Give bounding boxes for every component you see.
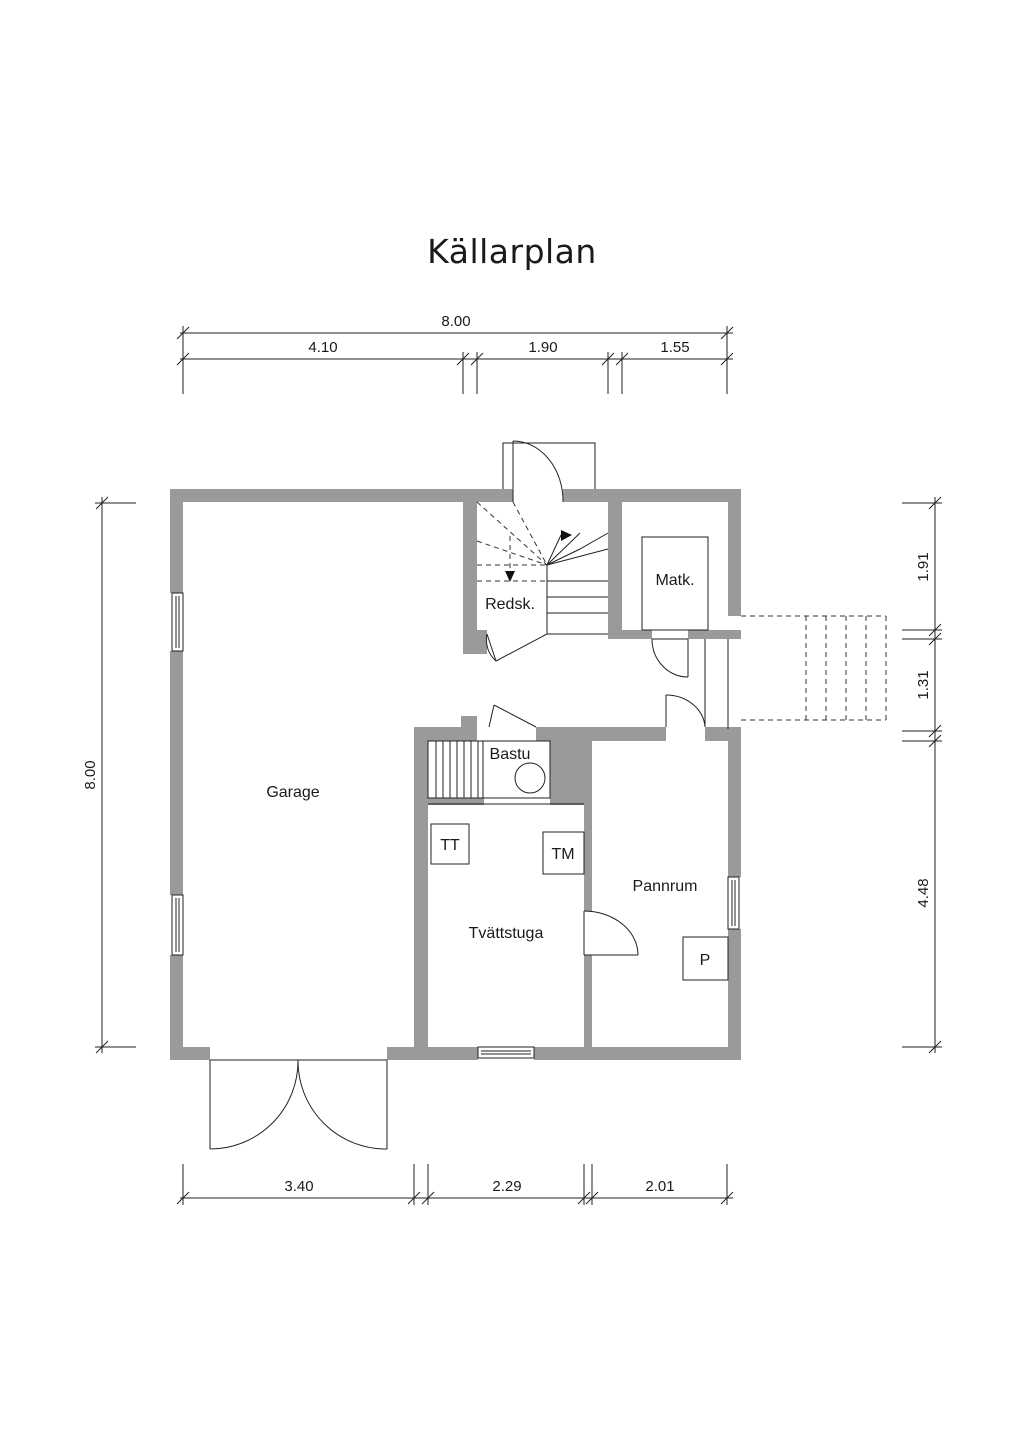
room-labels: Garage Redsk. Matk. Bastu Tvättstuga Pan… (266, 572, 697, 942)
bottom-dimensions: 3.40 2.29 2.01 (176, 1164, 734, 1205)
dim-left-total: 8.00 (82, 760, 99, 789)
wall-left-3 (170, 955, 183, 1060)
basement-stairs (476, 501, 609, 662)
room-bastu: Bastu (490, 746, 531, 763)
dim-right-1: 1.91 (915, 552, 932, 581)
tumble-dryer-label: TT (440, 837, 460, 854)
doors (209, 638, 706, 1150)
page-title: Källarplan (427, 232, 597, 271)
wall-pannrum-west-1 (584, 741, 592, 911)
wall-garage-east (414, 727, 428, 1060)
wall-left-1 (170, 489, 183, 593)
dim-bottom-1: 3.40 (284, 1178, 313, 1195)
room-matkallare: Matk. (655, 572, 694, 589)
dim-bottom-2: 2.29 (492, 1178, 521, 1195)
wall-stair-right (608, 489, 622, 637)
tumble-dryer-box (430, 823, 470, 865)
outdoor-steps (741, 615, 887, 721)
wall-bastu-top-left (414, 727, 464, 741)
boiler-box (682, 936, 729, 981)
window-left-lower (171, 894, 184, 956)
dim-top-total: 8.00 (441, 313, 470, 330)
window-left-upper (171, 592, 184, 652)
wall-pannrum-top-right (705, 727, 741, 741)
wall-redsk-corner (463, 630, 487, 654)
wall-bottom-1 (170, 1047, 210, 1060)
washing-machine-box (542, 831, 585, 875)
wall-right-2 (728, 729, 741, 877)
wall-bottom-2 (387, 1047, 478, 1060)
exterior-walls (170, 489, 741, 1060)
wall-bastu-top-right (536, 727, 666, 741)
dim-top-3: 1.55 (660, 339, 689, 356)
washing-machine-label: TM (551, 846, 574, 863)
wall-bastu-chimney (461, 716, 477, 741)
room-pannrum: Pannrum (633, 878, 698, 895)
room-redskap: Redsk. (485, 596, 535, 613)
wall-matk-bottom-left (608, 630, 652, 639)
windows (171, 592, 740, 1059)
room-tvattstuga: Tvättstuga (469, 925, 544, 942)
room-garage: Garage (266, 784, 319, 801)
wall-top-right (563, 489, 741, 502)
wall-top-left (170, 489, 513, 502)
right-dimensions: 1.91 1.31 4.48 (902, 496, 942, 1054)
wall-redsk-left (463, 489, 477, 654)
window-right (727, 876, 740, 930)
interior-walls (414, 489, 741, 1060)
dim-right-2: 1.31 (915, 670, 932, 699)
window-bottom (477, 1046, 535, 1059)
wall-left-2 (170, 651, 183, 895)
wall-bottom-3 (534, 1047, 741, 1060)
wall-pannrum-west-2 (584, 955, 592, 1060)
dim-top-2: 1.90 (528, 339, 557, 356)
dim-right-3: 4.48 (915, 878, 932, 907)
fixtures: TT TM P (427, 740, 729, 981)
dim-bottom-3: 2.01 (645, 1178, 674, 1195)
entry-door (502, 440, 596, 503)
boiler-label: P (700, 952, 711, 969)
sauna-heater (514, 762, 546, 794)
wall-bastu-bottom-left (428, 798, 484, 805)
wall-right-3 (728, 929, 741, 1060)
wall-right-1 (728, 489, 741, 616)
dim-top-1: 4.10 (308, 339, 337, 356)
left-dimension: 8.00 (82, 496, 136, 1054)
wall-matk-bottom-right (688, 630, 741, 639)
top-dimensions: 8.00 4.10 1.90 1.55 (176, 313, 734, 394)
